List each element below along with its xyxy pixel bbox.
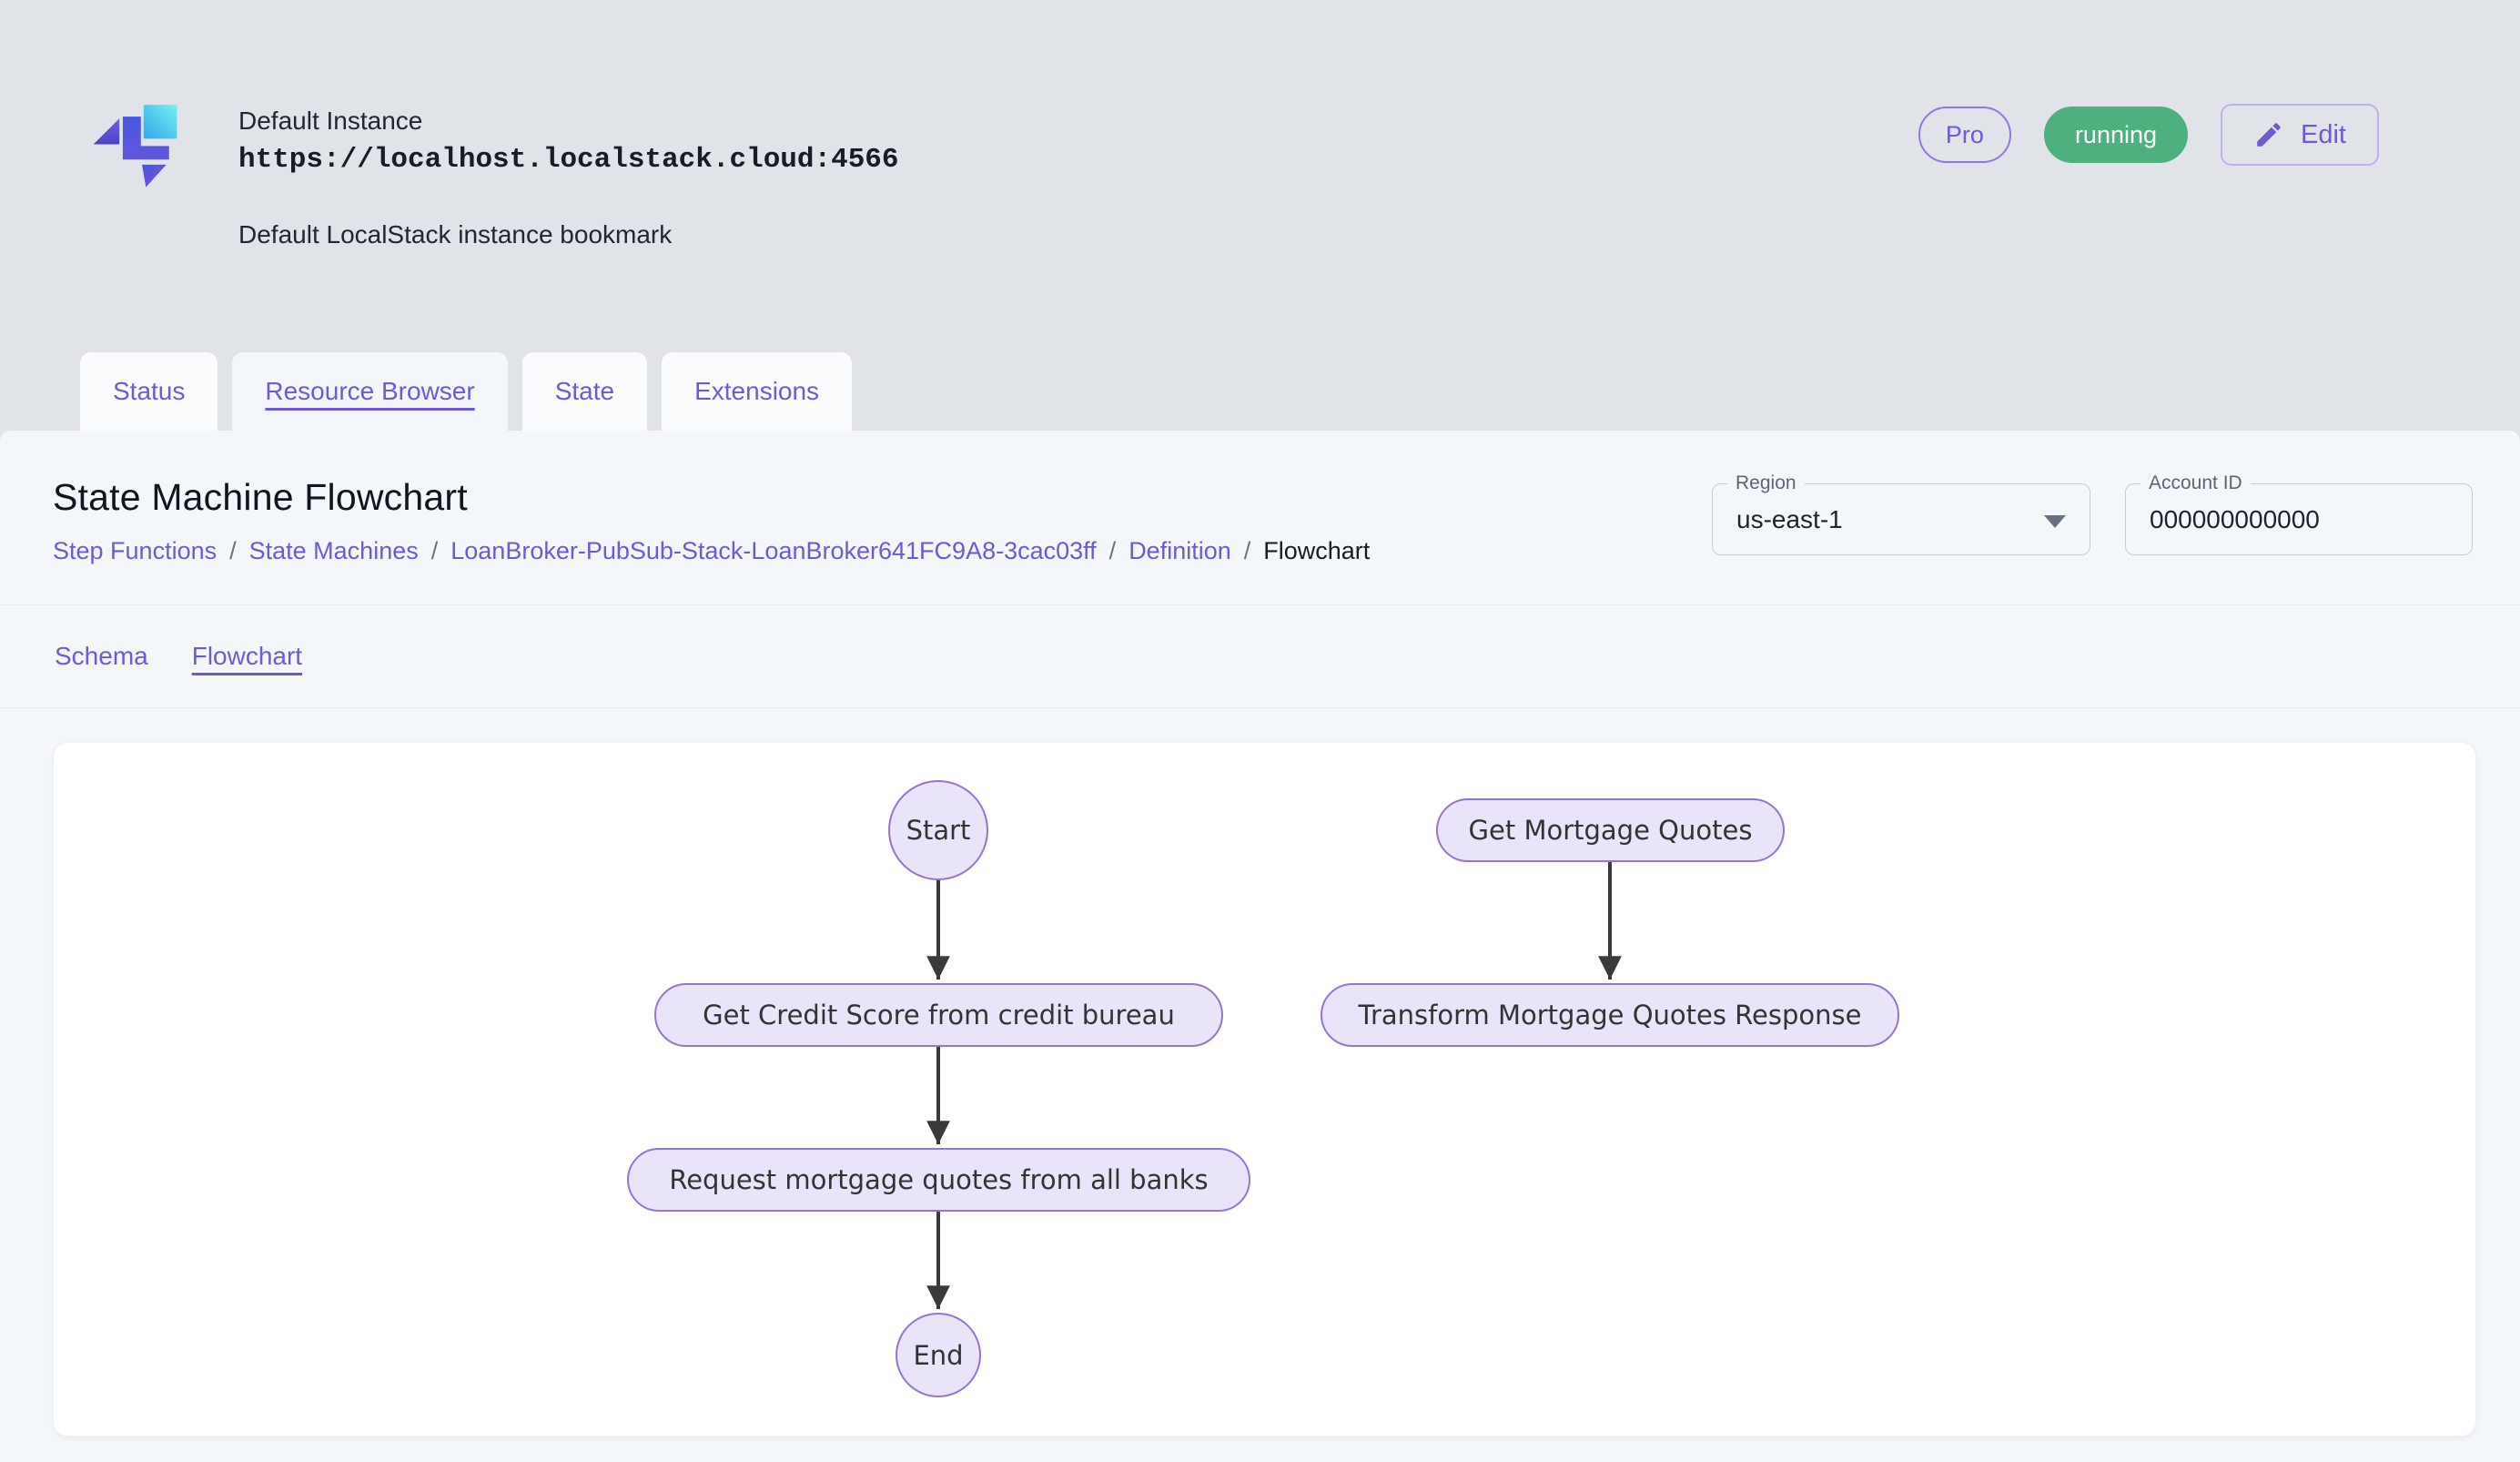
- flowchart-node-end: End: [896, 1313, 981, 1397]
- header-actions: Pro running Edit: [1918, 104, 2379, 166]
- account-id-input[interactable]: Account ID 000000000000: [2125, 472, 2473, 555]
- instance-description: Default LocalStack instance bookmark: [238, 220, 673, 249]
- account-id-value: 000000000000: [2150, 505, 2320, 533]
- breadcrumb-current-flowchart: Flowchart: [1263, 537, 1371, 564]
- breadcrumb: Step Functions / State Machines / LoanBr…: [53, 537, 1370, 565]
- page-title: State Machine Flowchart: [53, 476, 468, 518]
- breadcrumb-step-functions[interactable]: Step Functions: [53, 537, 218, 564]
- main-tab-bar: Status Resource Browser State Extensions: [80, 352, 853, 431]
- chevron-down-icon: [2044, 515, 2066, 528]
- definition-subtabs: Schema Flowchart: [0, 605, 2520, 708]
- flowchart-node-transform-response: Transform Mortgage Quotes Response: [1321, 983, 1899, 1047]
- tab-status[interactable]: Status: [80, 352, 218, 431]
- subtab-schema[interactable]: Schema: [55, 642, 148, 670]
- context-fields: Region us-east-1 Account ID 000000000000: [1712, 472, 2473, 555]
- flowchart-node-get-mortgage-quotes: Get Mortgage Quotes: [1436, 798, 1785, 862]
- localstack-logo-icon: [93, 105, 177, 188]
- tab-extensions[interactable]: Extensions: [662, 352, 853, 431]
- edit-button-label: Edit: [2301, 119, 2346, 149]
- tab-state[interactable]: State: [521, 352, 648, 431]
- header: Default Instance https://localhost.local…: [0, 0, 2520, 431]
- account-id-label: Account ID: [2140, 472, 2251, 494]
- flowchart-node-start: Start: [888, 780, 988, 880]
- breadcrumb-separator: /: [1108, 537, 1117, 564]
- breadcrumb-separator: /: [430, 537, 439, 564]
- region-value: us-east-1: [1736, 505, 1843, 533]
- breadcrumb-definition[interactable]: Definition: [1128, 537, 1231, 564]
- panel-header-left: State Machine Flowchart Step Functions /…: [53, 476, 1370, 565]
- edit-button[interactable]: Edit: [2221, 104, 2379, 166]
- region-select[interactable]: Region us-east-1: [1712, 472, 2090, 555]
- subtab-flowchart[interactable]: Flowchart: [191, 642, 303, 670]
- instance-summary: Default Instance https://localhost.local…: [86, 95, 899, 251]
- pencil-icon: [2257, 123, 2281, 147]
- pro-badge: Pro: [1918, 107, 2011, 163]
- breadcrumb-state-machines[interactable]: State Machines: [248, 537, 419, 564]
- flowchart-node-get-credit-score: Get Credit Score from credit bureau: [654, 983, 1223, 1047]
- running-status-badge: running: [2043, 107, 2189, 163]
- instance-url: https://localhost.localstack.cloud:4566: [238, 144, 899, 176]
- panel-header: State Machine Flowchart Step Functions /…: [0, 431, 2520, 605]
- flowchart-card: Start Get Credit Score from credit burea…: [53, 742, 2476, 1437]
- breadcrumb-separator: /: [229, 537, 237, 564]
- instance-name: Default Instance: [238, 107, 423, 135]
- breadcrumb-state-machine-id[interactable]: LoanBroker-PubSub-Stack-LoanBroker641FC9…: [450, 537, 1097, 564]
- flowchart-node-request-quotes: Request mortgage quotes from all banks: [627, 1148, 1250, 1212]
- resource-browser-panel: State Machine Flowchart Step Functions /…: [0, 431, 2520, 1462]
- breadcrumb-separator: /: [1243, 537, 1251, 564]
- region-label: Region: [1727, 472, 1805, 494]
- tab-resource-browser[interactable]: Resource Browser: [232, 352, 508, 431]
- flowchart-edges: [926, 862, 1622, 1309]
